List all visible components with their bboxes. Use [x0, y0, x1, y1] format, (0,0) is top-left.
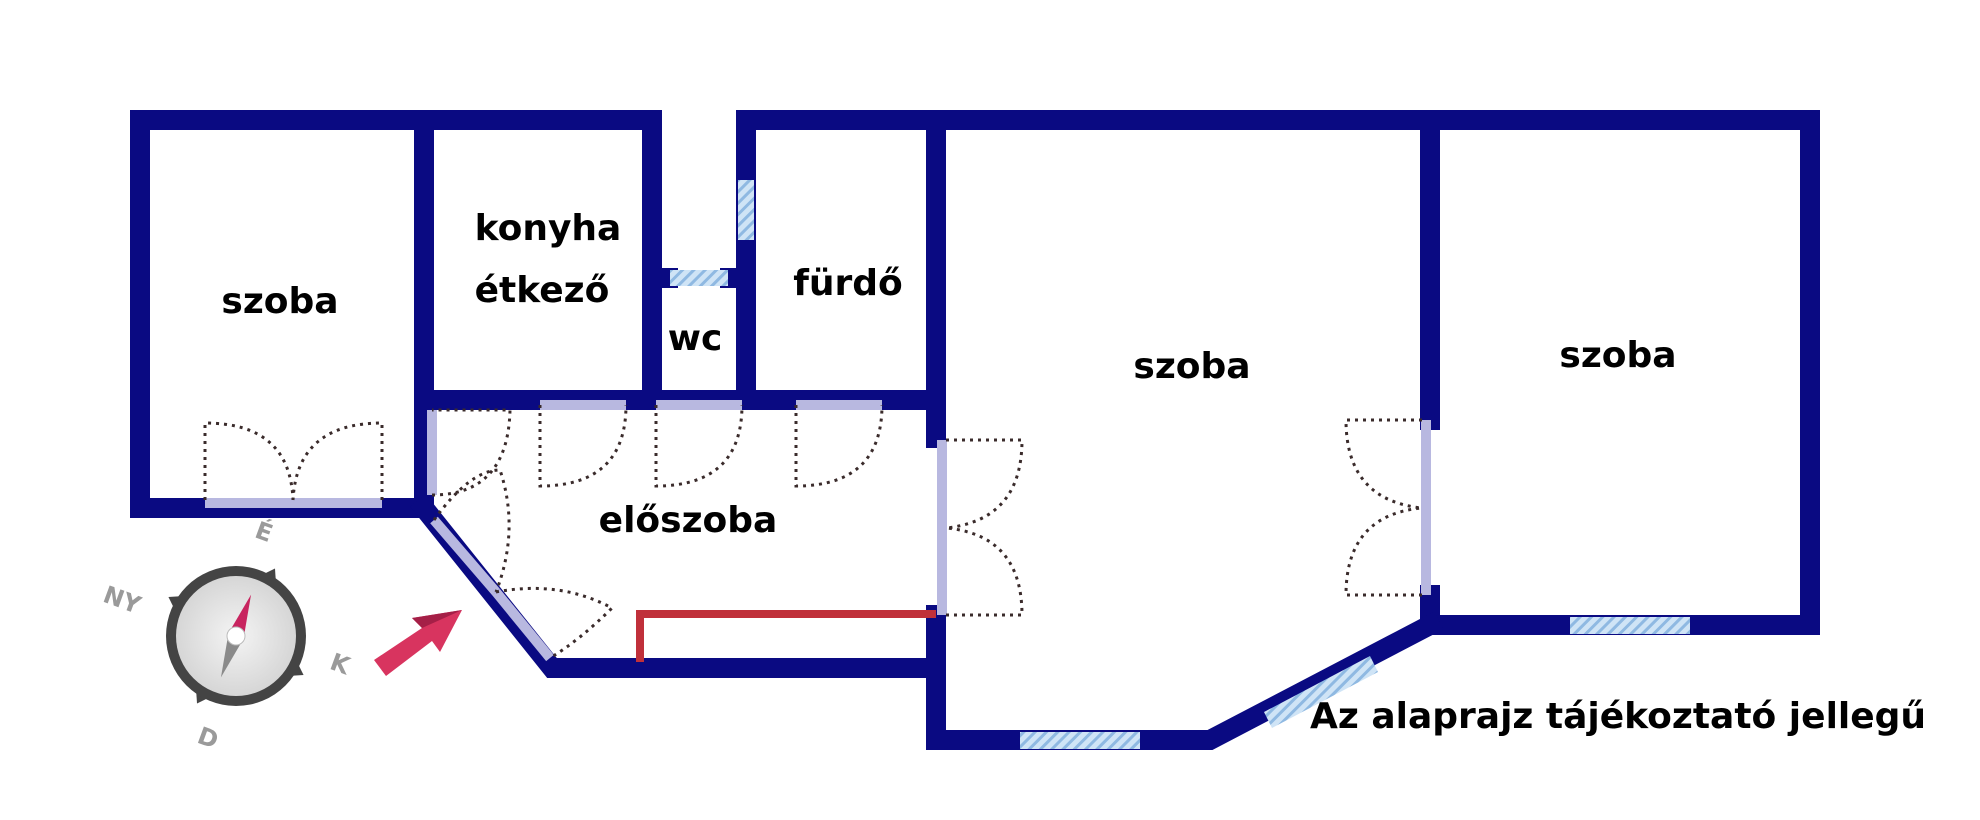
door-furdo-swing [794, 404, 884, 488]
door-entrance-leaf-lower [492, 588, 554, 662]
door-szoba-right-swing-b [1344, 506, 1423, 597]
compass-west-label: NY [100, 580, 145, 619]
door-szoba-right-swing-a [1344, 418, 1423, 510]
room-label-szoba-middle: szoba [1133, 346, 1250, 387]
compass-icon [166, 566, 306, 706]
disclaimer-note: Az alaprajz tájékoztató jellegű [1310, 696, 1926, 737]
windows [670, 180, 1690, 749]
window-wc [670, 270, 728, 286]
room-label-szoba-left: szoba [221, 281, 338, 322]
room-label-wc: wc [668, 318, 723, 359]
door-entrance-swing-lower [495, 586, 615, 660]
room-labels: szoba konyha étkező wc fürdő szoba szoba… [221, 208, 1676, 541]
room-label-eloszoba: előszoba [599, 500, 778, 541]
compass-east-label: K [326, 648, 354, 681]
window-furdo [738, 180, 754, 240]
compass-north-label: É [252, 515, 277, 548]
kitchen-counter-line [636, 610, 936, 662]
entrance-arrow-icon [374, 610, 462, 676]
window-szoba-bottom [1020, 732, 1140, 749]
door-szoba-middle-swing-a [945, 438, 1024, 530]
door-etkezo-swing [538, 404, 628, 488]
door-szoba-left-swing-a [203, 421, 295, 501]
door-entrance-leaf-upper [430, 516, 500, 596]
room-label-etkezo: étkező [475, 270, 610, 311]
door-szoba-middle-swing-b [945, 526, 1024, 617]
wall-left-outer [130, 110, 662, 518]
room-label-konyha: konyha [475, 208, 622, 249]
room-label-furdo: fürdő [793, 263, 903, 304]
door-wc-swing [654, 404, 744, 488]
window-szoba-right [1570, 617, 1690, 634]
room-label-szoba-right: szoba [1559, 335, 1676, 376]
window-szoba-bay [1264, 656, 1378, 728]
doors [203, 400, 1431, 662]
compass-south-label: D [194, 721, 222, 754]
walls [130, 110, 1820, 750]
door-konyha-swing [431, 408, 512, 497]
door-szoba-left-swing-b [291, 421, 384, 501]
